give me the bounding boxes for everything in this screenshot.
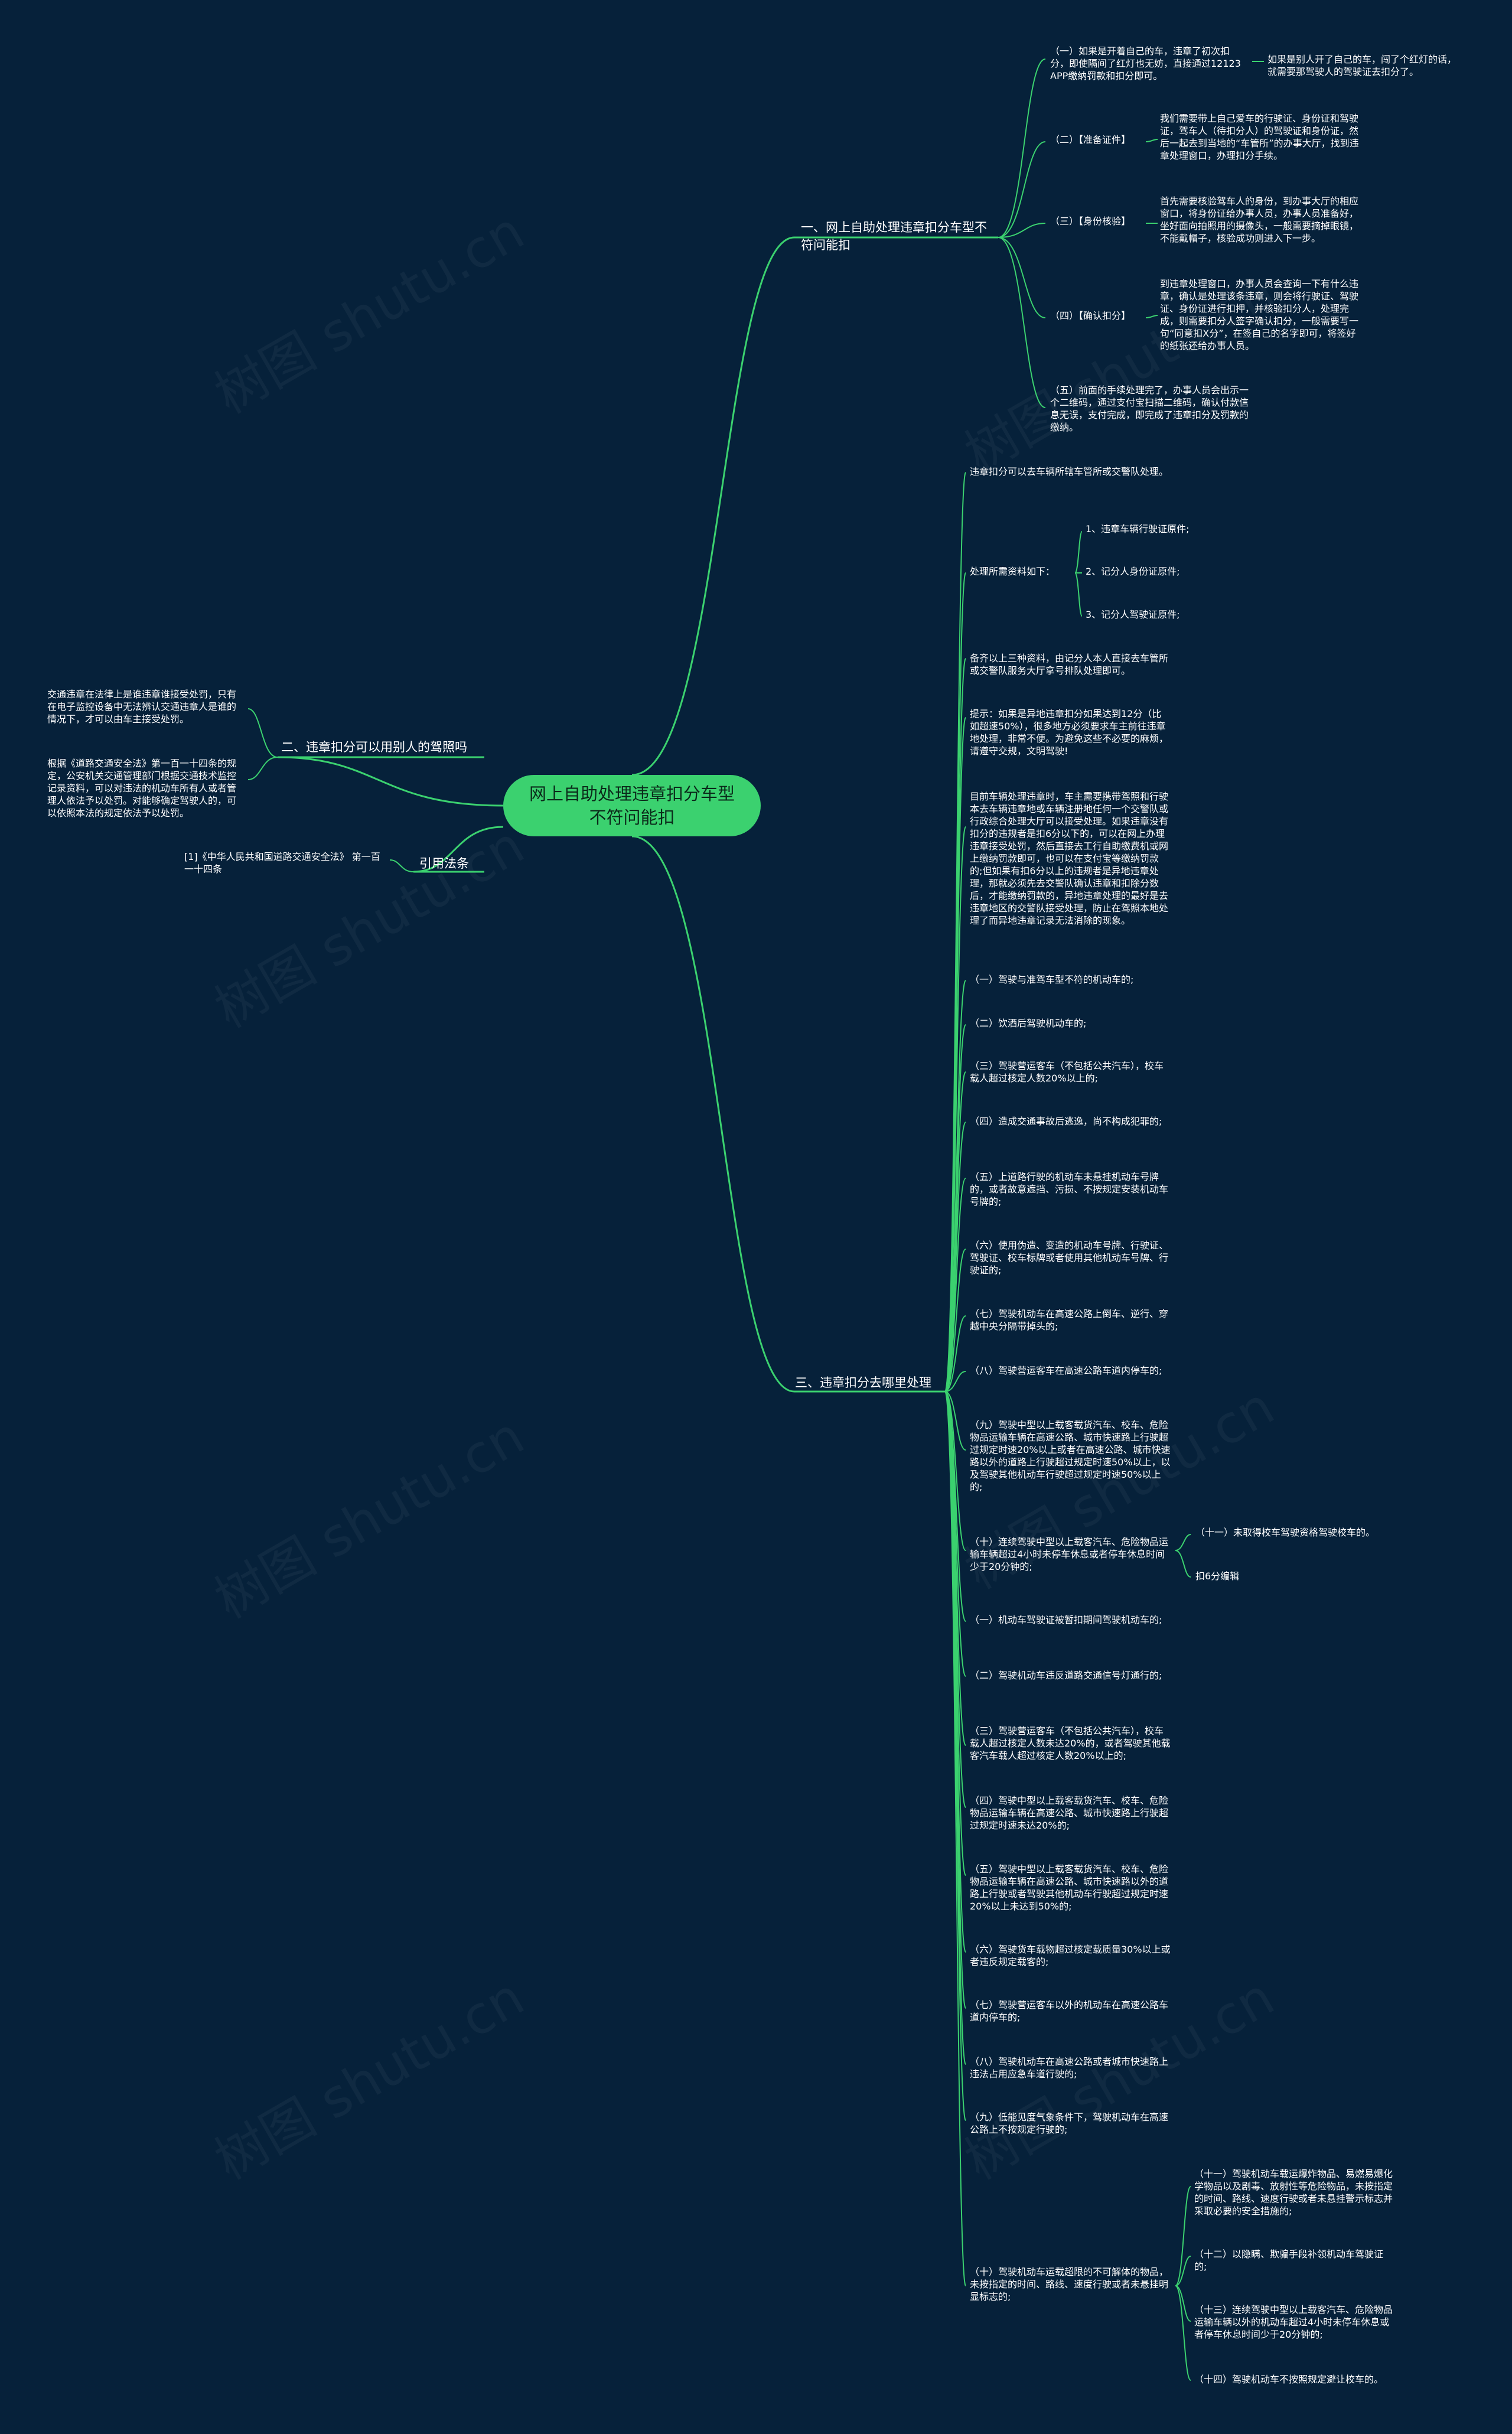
- root-topic[interactable]: 网上自助处理违章扣分车型不符问能扣: [503, 775, 761, 836]
- connector-line: [277, 756, 504, 807]
- connector-line: [413, 826, 504, 873]
- b4-item-f3[interactable]: （三）驾驶营运客车（不包括公共汽车），校车载人超过核定人数20%以上的;: [970, 1060, 1164, 1084]
- b4-item-g1[interactable]: （一）机动车驾驶证被暂扣期间驾驶机动车的;: [970, 1614, 1162, 1625]
- b4-item-b[interactable]: 处理所需资料如下：: [970, 566, 1055, 577]
- connector-line: [1074, 531, 1083, 574]
- connector-line: [1145, 315, 1158, 318]
- connector-line: [631, 835, 795, 1393]
- b4-item-b2[interactable]: 2、记分人身份证原件;: [1086, 566, 1180, 577]
- b4-item-g10-sub-4[interactable]: （十四）驾驶机动车不按照规定避让校车的。: [1194, 2374, 1384, 2385]
- b4-item-f10-sub-1[interactable]: （十一）未取得校车驾驶资格驾驶校车的。: [1195, 1527, 1376, 1538]
- b4-item-e[interactable]: 目前车辆处理违章时，车主需要携带驾照和行驶本去车辆违章地或车辆注册地任何一个交警…: [970, 791, 1169, 926]
- connector-line: [944, 826, 966, 1392]
- connector-line: [944, 1391, 966, 1551]
- connector-line: [1145, 139, 1158, 142]
- b4-item-f4[interactable]: （四）造成交通事故后逃逸，尚不构成犯罪的;: [970, 1116, 1162, 1127]
- connector-line: [944, 1178, 966, 1392]
- b4-item-g10-sub-1[interactable]: （十一）驾驶机动车载运爆炸物品、易燃易爆化学物品以及剧毒、放射性等危险物品，未按…: [1194, 2168, 1393, 2217]
- connector-line: [1175, 2186, 1191, 2286]
- b4-item-f6[interactable]: （六）使用伪造、变造的机动车号牌、行驶证、驾驶证、校车标牌或者使用其他机动车号牌…: [970, 1240, 1169, 1276]
- connector-line: [944, 1315, 966, 1392]
- b4-item-f10-sub-2[interactable]: 扣6分编辑: [1195, 1570, 1240, 1582]
- branch-online-processing[interactable]: 一、网上自助处理违章扣分车型不符问能扣: [801, 220, 987, 252]
- b2-item-2[interactable]: 根据《道路交通安全法》第一百一十四条的规定，公安机关交通管理部门根据交通技术监控…: [47, 758, 237, 819]
- connector-line: [998, 141, 1046, 238]
- connector-line: [1175, 1550, 1191, 1578]
- b1-item-1-note[interactable]: 如果是别人开了自己的车，闯了个红灯的话，就需要那驾驶人的驾驶证去扣分了。: [1267, 54, 1457, 77]
- b3-item-1[interactable]: [1]《中华人民共和国道路交通安全法》 第一百一十四条: [184, 851, 380, 875]
- b4-item-f7[interactable]: （七）驾驶机动车在高速公路上倒车、逆行、穿越中央分隔带掉头的;: [970, 1308, 1169, 1332]
- connector-line: [247, 757, 278, 780]
- b4-item-f1[interactable]: （一）驾驶与准驾车型不符的机动车的;: [970, 974, 1134, 985]
- connector-line: [998, 58, 1046, 238]
- connector-line: [998, 223, 1046, 238]
- b4-item-g8[interactable]: （八）驾驶机动车在高速公路或者城市快速路上违法占用应急车道行驶的;: [970, 2056, 1169, 2080]
- connector-line: [944, 1391, 966, 2286]
- b1-item-3-detail[interactable]: 首先需要核验驾车人的身份，到办事大厅的相应窗口，将身份证给办事人员，办事人员准备…: [1160, 195, 1359, 244]
- b4-item-d[interactable]: 提示：如果是异地违章扣分如果达到12分（比如超速50%），很多地方必须要求车主前…: [970, 708, 1169, 757]
- connector-line: [1175, 2285, 1191, 2381]
- b1-item-4-detail[interactable]: 到违章处理窗口，办事人员会查询一下有什么违章，确认是处理该条违章，则会将行驶证、…: [1160, 278, 1359, 351]
- b1-item-5[interactable]: （五）前面的手续处理完了，办事人员会出示一个二维码，通过支付宝扫描二维码，确认付…: [1050, 385, 1249, 433]
- b4-item-g5[interactable]: （五）驾驶中型以上载客载货汽车、校车、危险物品运输车辆在高速公路、城市快速路以外…: [970, 1863, 1169, 1912]
- b4-item-b1[interactable]: 1、违章车辆行驶证原件;: [1086, 523, 1190, 535]
- connector-line: [944, 1391, 966, 1451]
- branch-where-to-process[interactable]: 三、违章扣分去哪里处理: [795, 1376, 931, 1390]
- connector-line: [247, 708, 278, 758]
- b4-item-g6[interactable]: （六）驾驶货车载物超过核定载质量30%以上或者违反规定载客的;: [970, 1944, 1171, 1967]
- connector-line: [998, 237, 1046, 408]
- connector-line: [944, 1371, 966, 1392]
- connector-line: [1175, 2285, 1191, 2322]
- b1-item-4[interactable]: （四）【确认扣分】: [1050, 310, 1131, 321]
- branch-cited-law[interactable]: 引用法条: [419, 856, 469, 871]
- b4-item-g10-sub-2[interactable]: （十二）以隐瞒、欺骗手段补领机动车驾驶证的;: [1194, 2249, 1384, 2272]
- b1-item-2[interactable]: （二）【准备证件】: [1050, 134, 1131, 145]
- b4-item-a[interactable]: 违章扣分可以去车辆所辖车管所或交警队处理。: [970, 466, 1169, 477]
- b4-item-f10[interactable]: （十）连续驾驶中型以上载客汽车、危险物品运输车辆超过4小时未停车休息或者停车休息…: [970, 1536, 1169, 1572]
- connector-line: [944, 1249, 966, 1392]
- b1-item-1[interactable]: （一）如果是开着自己的车，违章了初次扣分，即使隔间了红灯也无妨，直接通过1212…: [1050, 45, 1241, 82]
- b1-item-3[interactable]: （三）【身份核验】: [1050, 216, 1131, 227]
- connector-line: [1175, 1534, 1191, 1551]
- b4-item-g2[interactable]: （二）驾驶机动车违反道路交通信号灯通行的;: [970, 1670, 1162, 1681]
- b4-item-f2[interactable]: （二）饮酒后驾驶机动车的;: [970, 1018, 1087, 1029]
- b4-item-g4[interactable]: （四）驾驶中型以上载客载货汽车、校车、危险物品运输车辆在高速公路、城市快速路上行…: [970, 1795, 1169, 1831]
- b4-item-c[interactable]: 备齐以上三种资料，由记分人本人直接去车管所或交警队服务大厅拿号排队处理即可。: [970, 653, 1169, 676]
- b4-item-g10-sub-3[interactable]: （十三）连续驾驶中型以上载客汽车、危险物品运输车辆以外的机动车超过4小时未停车休…: [1194, 2304, 1393, 2340]
- b4-item-g3[interactable]: （三）驾驶营运客车（不包括公共汽车），校车载人超过核定人数未达20%的，或者驾驶…: [970, 1725, 1171, 1761]
- connector-line: [1074, 572, 1083, 617]
- b2-item-1[interactable]: 交通违章在法律上是谁违章谁接受处罚，只有在电子监控设备中无法辨认交通违章人是谁的…: [47, 689, 237, 725]
- b1-item-2-detail[interactable]: 我们需要带上自己爱车的行驶证、身份证和驾驶证，驾车人（待扣分人）的驾驶证和身份证…: [1160, 113, 1359, 161]
- b4-item-g10[interactable]: （十）驾驶机动车运载超限的不可解体的物品，未按指定的时间、路线、速度行驶或者未悬…: [970, 2266, 1169, 2302]
- b4-item-b3[interactable]: 3、记分人驾驶证原件;: [1086, 609, 1180, 620]
- b4-item-f9[interactable]: （九）驾驶中型以上载客载货汽车、校车、危险物品运输车辆在高速公路、城市快速路上行…: [970, 1419, 1171, 1493]
- connector-line: [631, 236, 795, 776]
- b4-item-f5[interactable]: （五）上道路行驶的机动车未悬挂机动车号牌的，或者故意遮挡、污损、不按规定安装机动…: [970, 1171, 1169, 1207]
- connector-line: [1175, 2256, 1191, 2286]
- connector-line: [389, 859, 414, 872]
- connector-line: [998, 237, 1046, 318]
- b4-item-g7[interactable]: （七）驾驶营运客车以外的机动车在高速公路车道内停车的;: [970, 1999, 1169, 2023]
- b4-item-f8[interactable]: （八）驾驶营运客车在高速公路车道内停车的;: [970, 1365, 1162, 1376]
- b4-item-g9[interactable]: （九）低能见度气象条件下，驾驶机动车在高速公路上不按规定行驶的;: [970, 2112, 1169, 2135]
- branch-others-license[interactable]: 二、违章扣分可以用别人的驾照吗: [281, 740, 467, 754]
